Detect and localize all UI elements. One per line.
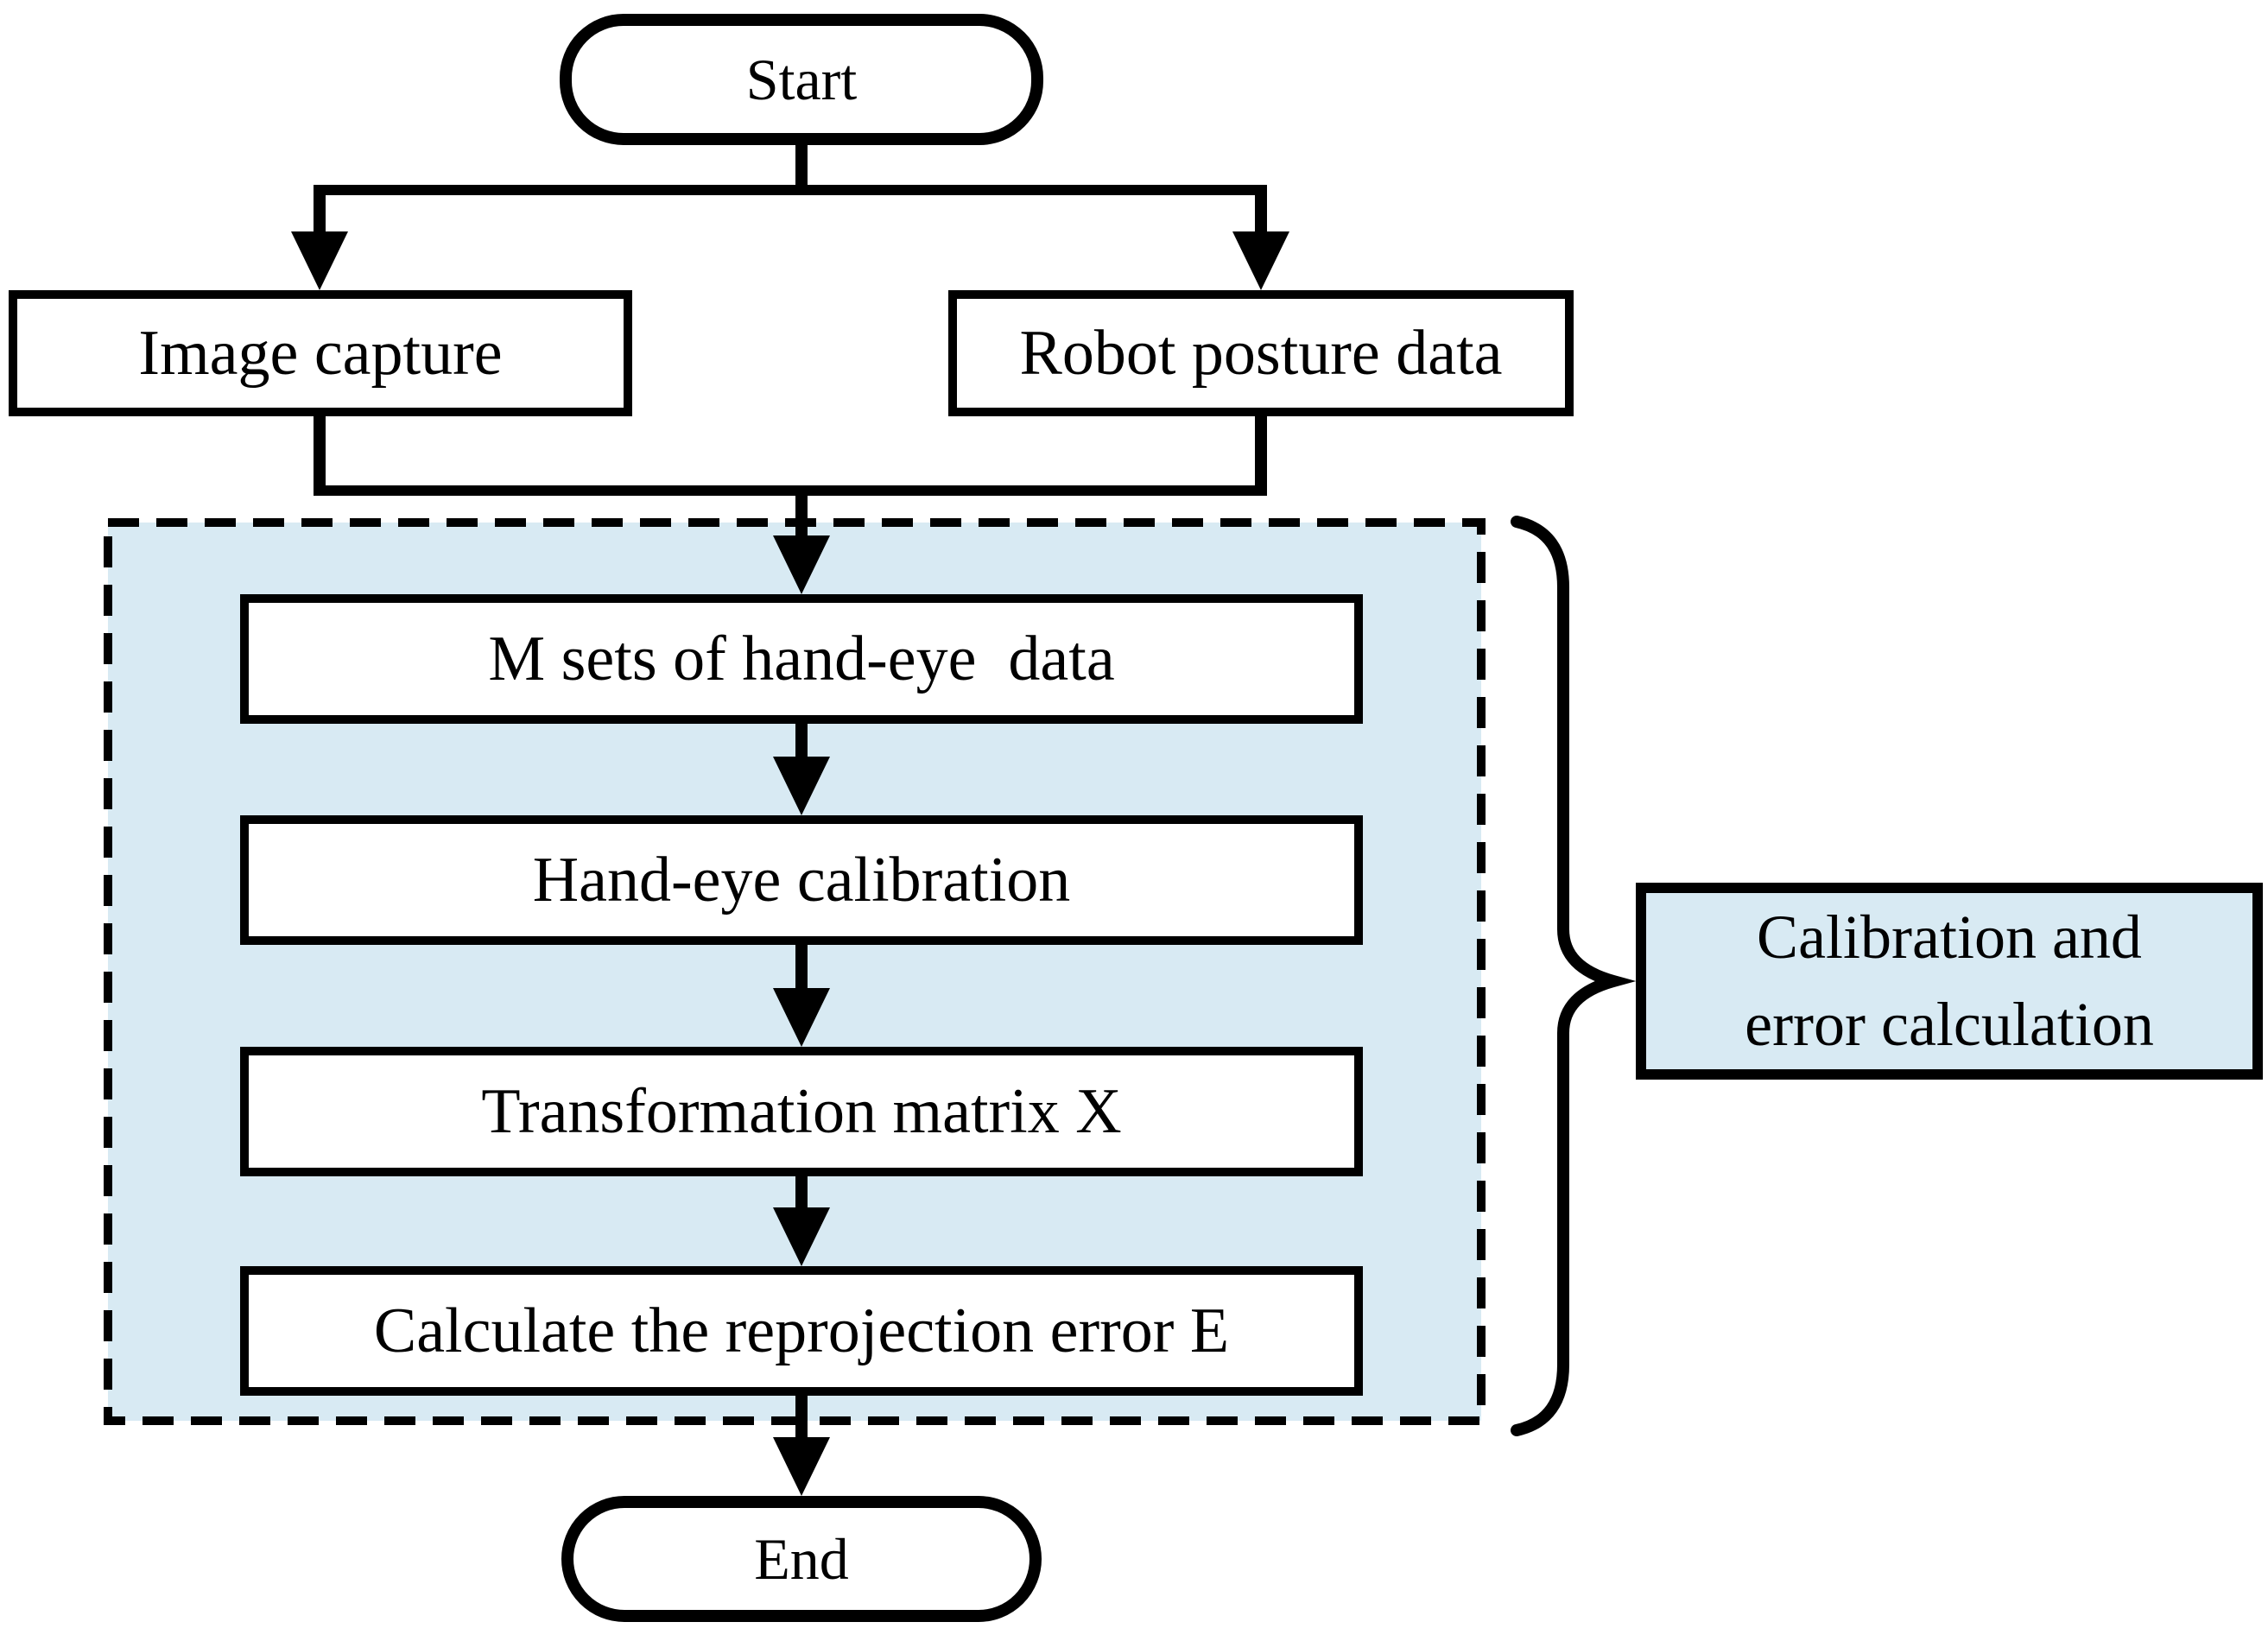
annotation-line-1: Calibration and: [1757, 903, 2142, 973]
start-label: Start: [745, 46, 858, 112]
connector-handeye-transformation: [795, 945, 808, 992]
hand-eye-calibration-node: Hand-eye calibration: [240, 815, 1363, 945]
arrowhead-m-sets: [773, 535, 830, 594]
connector-to-robot-posture: [1255, 185, 1267, 235]
start-node: Start: [560, 14, 1043, 145]
robot-posture-node: Robot posture data: [948, 290, 1574, 416]
curly-brace: [1511, 516, 1637, 1436]
end-label: End: [754, 1525, 849, 1592]
arrowhead-reprojection-error: [773, 1207, 830, 1266]
connector-to-image-capture: [314, 185, 326, 235]
robot-posture-label: Robot posture data: [1019, 317, 1503, 389]
arrowhead-image-capture: [291, 231, 348, 290]
reprojection-error-label: Calculate the reprojection error E: [373, 1295, 1230, 1366]
reprojection-error-node: Calculate the reprojection error E: [240, 1266, 1363, 1396]
connector-robot-posture-down: [1255, 416, 1267, 496]
transformation-matrix-node: Transformation matrix X: [240, 1047, 1363, 1176]
arrowhead-transformation: [773, 988, 830, 1047]
connector-error-end: [795, 1396, 808, 1441]
m-sets-label: M sets of hand-eye data: [488, 623, 1115, 694]
end-node: End: [561, 1496, 1042, 1622]
merge-line: [314, 485, 1267, 496]
calibration-annotation-box: Calibration and error calculation: [1636, 883, 2263, 1080]
image-capture-node: Image capture: [9, 290, 632, 416]
connector-start-down: [795, 138, 808, 190]
arrowhead-hand-eye: [773, 757, 830, 815]
arrowhead-end: [773, 1437, 830, 1496]
m-sets-node: M sets of hand-eye data: [240, 594, 1363, 724]
connector-merge-down: [795, 485, 808, 539]
image-capture-label: Image capture: [138, 317, 503, 389]
connector-msets-handeye: [795, 724, 808, 760]
annotation-line-2: error calculation: [1745, 990, 2154, 1059]
connector-transformation-error: [795, 1176, 808, 1211]
arrowhead-robot-posture: [1232, 231, 1289, 290]
hand-eye-calibration-label: Hand-eye calibration: [532, 844, 1071, 916]
connector-image-capture-down: [314, 416, 326, 496]
transformation-matrix-label: Transformation matrix X: [481, 1075, 1122, 1147]
split-line: [314, 185, 1267, 195]
